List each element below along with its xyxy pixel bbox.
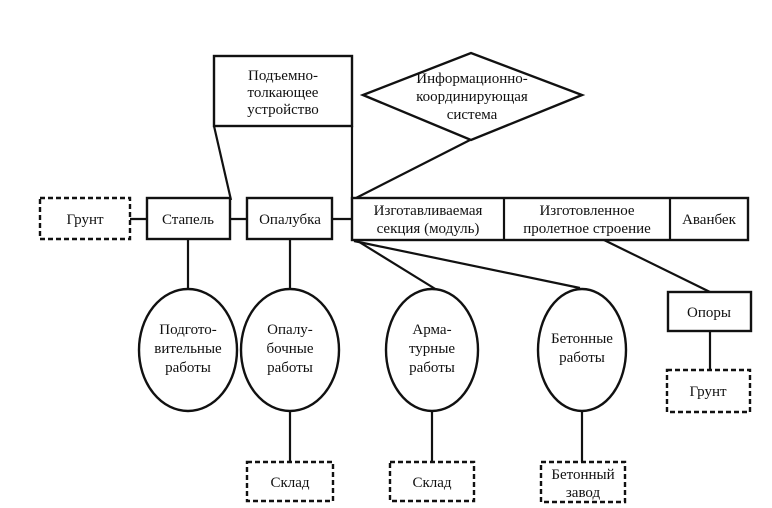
prep-label-line3: работы	[165, 360, 211, 376]
concrete-works-ellipse	[536, 287, 628, 413]
bridge-bar	[350, 196, 750, 242]
supports-label: Опоры	[687, 305, 731, 321]
ground-right-box	[665, 368, 752, 414]
span-label-line1: Изготовленное	[539, 203, 634, 219]
concrete-plant-label-line1: Бетонный	[551, 467, 614, 483]
section-label-line1: Изготавливаемая	[374, 203, 483, 219]
lift-label-line2: толкающее	[248, 85, 319, 101]
concrete-label-line1: Бетонные	[551, 331, 613, 347]
connector-lift-stapel	[212, 125, 233, 201]
rebar-label-line3: работы	[409, 360, 455, 376]
concrete-plant-box	[539, 460, 627, 504]
warehouse-2-box	[388, 460, 476, 503]
span-label-line2: пролетное строение	[523, 221, 651, 237]
connectors	[130, 125, 712, 462]
concrete-plant-label-line2: завод	[566, 485, 601, 501]
rebar-label-line1: Арма-	[412, 322, 451, 338]
connector-info-section	[355, 139, 471, 199]
prep-label-line2: вительные	[154, 341, 222, 357]
lift-label-line1: Подъемно-	[248, 68, 318, 84]
warehouse-1-label: Склад	[270, 475, 309, 491]
opalubka-box	[245, 196, 334, 241]
section-label-line2: секция (модуль)	[377, 221, 480, 237]
info-label-line3: система	[447, 107, 498, 123]
formwork-label-line3: работы	[267, 360, 313, 376]
connector-section-rebar	[355, 239, 438, 291]
rebar-label-line2: турные	[409, 341, 455, 357]
formwork-label-line2: бочные	[266, 341, 313, 357]
stapel-label: Стапель	[162, 212, 214, 228]
avanbek-label: Аванбек	[682, 212, 736, 228]
warehouse-2-label: Склад	[412, 475, 451, 491]
info-system-diamond	[359, 51, 586, 142]
formwork-works-ellipse	[239, 287, 341, 413]
connector-section-concrete	[353, 239, 581, 290]
ground-right-label: Грунт	[689, 384, 727, 400]
ground-left-label: Грунт	[66, 212, 104, 228]
info-label-line1: Информационно-	[416, 71, 528, 87]
prep-label-line1: Подгото-	[159, 322, 216, 338]
connector-span-supports	[603, 239, 711, 293]
lift-device-box	[212, 54, 354, 128]
stapel-box	[145, 196, 232, 241]
supports-box	[666, 290, 753, 333]
formwork-label-line1: Опалу-	[267, 322, 313, 338]
info-label-line2: координирующая	[416, 89, 528, 105]
rebar-works-ellipse	[384, 287, 480, 413]
concrete-label-line2: работы	[559, 350, 605, 366]
prep-works-ellipse	[137, 287, 239, 413]
warehouse-1-box	[245, 460, 335, 503]
opalubka-label: Опалубка	[259, 212, 321, 228]
ground-left-box	[38, 196, 132, 241]
lift-label-line3: устройство	[247, 102, 319, 118]
